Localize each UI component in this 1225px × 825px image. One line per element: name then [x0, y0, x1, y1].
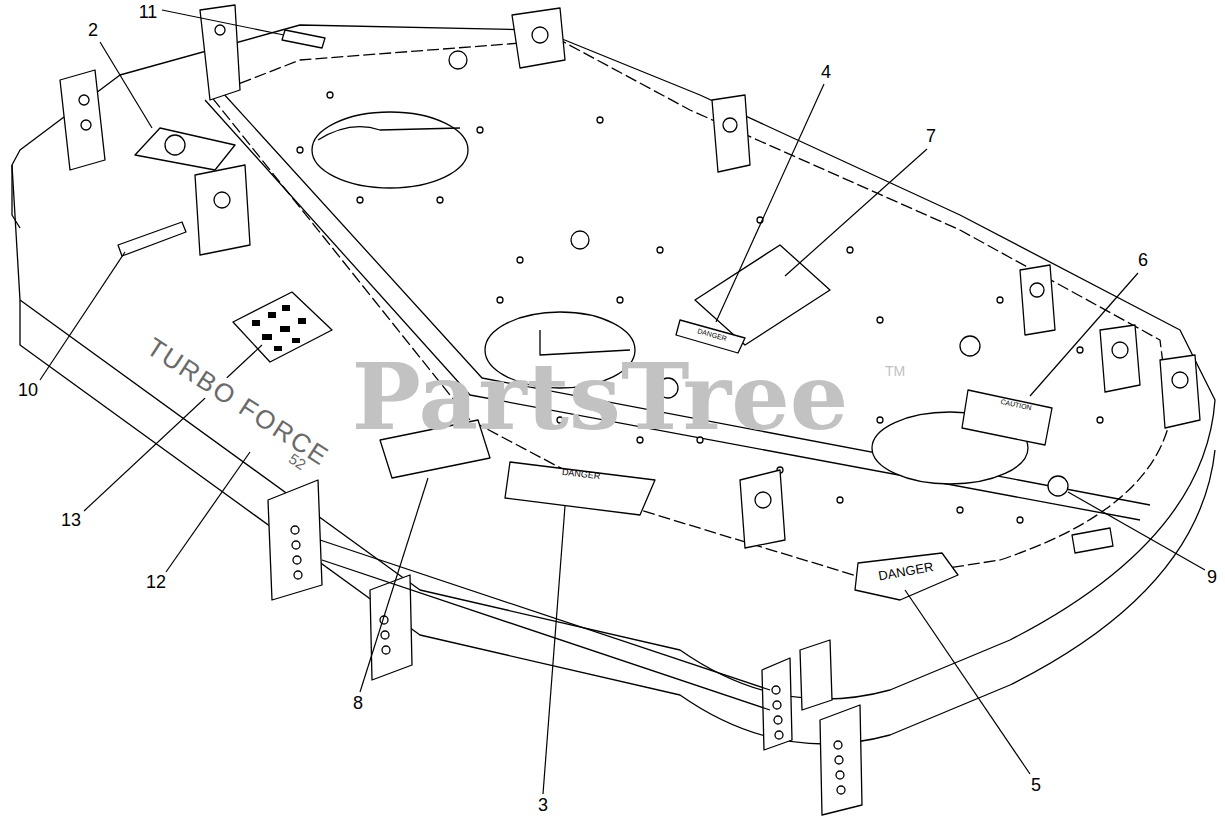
- callout-number: 5: [1029, 776, 1043, 796]
- mount-bracket: [1020, 265, 1055, 335]
- deck-channel: [222, 92, 1150, 505]
- leader-line: [166, 452, 250, 572]
- callout-number: 12: [144, 573, 168, 593]
- bracket-hole: [81, 120, 91, 130]
- bracket-hole: [723, 118, 737, 132]
- callout-number: 7: [924, 127, 938, 147]
- decal-text: DANGER: [697, 327, 728, 343]
- bracket-hole: [214, 192, 230, 208]
- mount-bracket: [740, 470, 785, 548]
- decal-text: DANGER: [561, 468, 600, 483]
- mount-bracket: [60, 70, 105, 170]
- leader-line: [785, 149, 927, 276]
- leader-line: [716, 84, 824, 322]
- leader-line: [1030, 273, 1138, 396]
- hanger-arm: [370, 575, 412, 680]
- mount-holes: [297, 92, 1103, 523]
- decal-6: [962, 390, 1052, 445]
- blade-opening: [312, 112, 468, 188]
- mount-bracket: [195, 165, 250, 255]
- deck-body: [12, 25, 1215, 699]
- callout-number: 9: [1205, 568, 1219, 588]
- deck-channel: [205, 100, 1140, 520]
- hanger-holes: [772, 686, 783, 739]
- bracket-hole: [755, 492, 771, 508]
- callout-number: 10: [16, 381, 40, 401]
- decal-13: [233, 292, 332, 362]
- deck-skirt: [20, 300, 1215, 744]
- leader-line: [360, 478, 428, 692]
- hanger-arm: [268, 480, 322, 600]
- bracket-hole: [215, 25, 225, 35]
- callout-number: 13: [59, 511, 83, 531]
- leader-line: [40, 252, 125, 380]
- leader-line: [905, 590, 1030, 774]
- spindle-cap: [449, 51, 467, 69]
- decal-3: [505, 462, 655, 515]
- watermark-mark: TM: [885, 364, 905, 379]
- mount-bracket: [1160, 355, 1200, 428]
- hanger-arm: [820, 705, 862, 815]
- bracket-hole: [1030, 283, 1044, 297]
- leader-line: [100, 42, 152, 128]
- decal-2: [135, 128, 235, 170]
- leader-line: [1068, 492, 1205, 570]
- decal-10: [118, 222, 186, 256]
- decal-text: CAUTION: [1000, 398, 1032, 412]
- decal-13-pictograms: [252, 305, 306, 351]
- hanger-holes: [291, 526, 302, 579]
- front-rod: [320, 540, 770, 710]
- callout-number: 6: [1136, 251, 1150, 271]
- bracket-hole: [79, 95, 89, 105]
- hanger-arm: [762, 658, 792, 750]
- decal-text: DANGER: [877, 560, 934, 584]
- mount-bracket: [512, 8, 565, 68]
- mount-bracket: [1100, 325, 1140, 392]
- callout-number: 11: [137, 3, 160, 23]
- callout-number: 4: [819, 63, 833, 83]
- mount-bracket: [712, 95, 750, 172]
- leader-line: [162, 10, 284, 35]
- leader-line: [543, 506, 565, 794]
- spindle-cap: [960, 336, 980, 356]
- hanger-holes: [380, 616, 390, 654]
- callout-number: 2: [86, 21, 100, 41]
- deck-model-name: TURBO FORCE: [140, 331, 336, 472]
- deck-skirt-edge: [12, 165, 20, 228]
- decal-9: [1072, 528, 1113, 553]
- spindle-cap: [571, 231, 589, 249]
- decal-2-mark: [165, 135, 185, 155]
- blade-opening-edge: [318, 127, 460, 140]
- bracket-hole: [1172, 372, 1188, 388]
- watermark: PartsTree: [352, 347, 848, 448]
- callout-number: 8: [351, 694, 365, 714]
- bracket-hole: [532, 27, 548, 43]
- hanger-arm: [800, 640, 832, 710]
- bracket-hole: [1112, 342, 1128, 358]
- spindle-cap: [1048, 476, 1068, 496]
- hanger-holes: [834, 741, 845, 794]
- decal-11: [282, 30, 325, 48]
- callout-number: 3: [536, 796, 550, 816]
